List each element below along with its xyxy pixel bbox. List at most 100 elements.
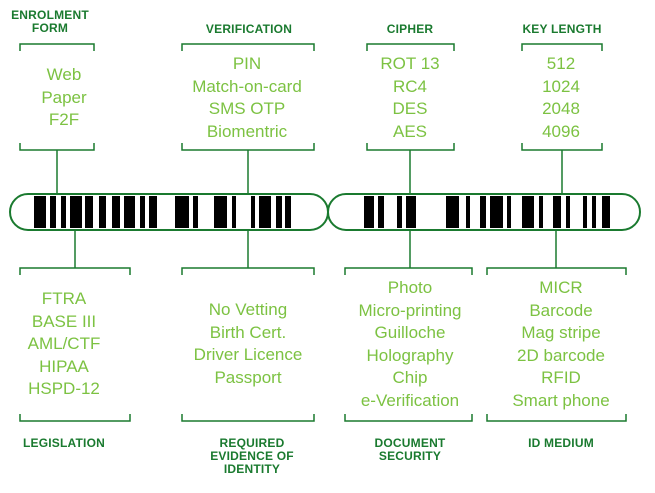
bracket-legislation-lower — [19, 414, 131, 422]
list-item: Barcode — [529, 300, 593, 320]
list-item: Passport — [214, 367, 282, 387]
chromosome-band — [466, 196, 470, 228]
chromosome-band — [446, 196, 459, 228]
list-document-security: Photo Micro-printing Guilloche Holograph… — [359, 277, 462, 412]
chromosome-band — [50, 196, 56, 228]
heading-line: VERIFICATION — [205, 22, 293, 36]
chromosome-band — [149, 196, 157, 228]
list-item: Photo — [387, 278, 433, 297]
list-item: Birth Cert. — [209, 322, 287, 342]
heading-line: DOCUMENT — [374, 436, 446, 450]
bracket-cipher-lower — [366, 143, 455, 151]
chromosome-band — [112, 196, 120, 228]
list-item: MICR — [539, 278, 583, 297]
chromosome-band — [285, 196, 291, 228]
bracket-legislation — [19, 267, 131, 275]
bracket-id-medium-lower — [486, 414, 627, 422]
bracket-id-medium — [486, 267, 627, 275]
list-item: Smart phone — [512, 390, 610, 410]
bracket-verification — [181, 43, 315, 51]
chromosome-band — [61, 196, 66, 228]
heading-legislation: LEGISLATION — [23, 437, 105, 450]
chromosome-band — [406, 196, 416, 228]
chromosome-band — [124, 196, 135, 228]
bracket-required-evidence-lower — [181, 414, 315, 422]
list-item: 1024 — [542, 76, 580, 96]
list-item: AES — [392, 121, 428, 141]
list-item: ROT 13 — [380, 54, 440, 73]
list-item: Paper — [41, 87, 87, 107]
bracket-cipher — [366, 43, 455, 51]
bracket-document-security-lower — [344, 414, 473, 422]
chromosome-band — [378, 196, 384, 228]
heading-document-security: DOCUMENT SECURITY — [375, 437, 446, 463]
chromosome-band — [276, 196, 282, 228]
bracket-document-security — [344, 267, 473, 275]
chromosome-band — [539, 196, 543, 228]
chromosome-band — [214, 196, 227, 228]
chromosome-band — [583, 196, 587, 228]
heading-line: REQUIRED — [219, 436, 285, 450]
chromosome-band — [193, 196, 198, 228]
chromosome-band — [480, 196, 486, 228]
list-item: FTRA — [41, 289, 87, 308]
chromosome-band — [140, 196, 145, 228]
chromosome-band — [259, 196, 271, 228]
list-item: Biomentric — [206, 121, 288, 141]
list-item: DES — [392, 99, 428, 118]
chromosome-band — [507, 196, 511, 228]
heading-line: EVIDENCE OF — [210, 449, 294, 463]
list-item: HIPAA — [39, 356, 89, 376]
list-item: Match-on-card — [192, 76, 302, 96]
heading-line: FORM — [31, 21, 69, 35]
list-item: F2F — [48, 110, 80, 129]
list-required-evidence: No Vetting Birth Cert. Driver Licence Pa… — [194, 299, 303, 389]
bracket-verification-lower — [181, 143, 315, 151]
chromosome-band — [175, 196, 189, 228]
chromosome-band — [592, 196, 596, 228]
list-item: SMS OTP — [208, 99, 286, 118]
list-item: 4096 — [542, 121, 580, 141]
chromosome-band — [85, 196, 93, 228]
chromosome-band — [251, 196, 255, 228]
heading-required-evidence: REQUIRED EVIDENCE OF IDENTITY — [210, 437, 294, 476]
list-cipher: ROT 13 RC4 DES AES — [380, 53, 439, 143]
bracket-enrolment-form — [19, 43, 95, 51]
chromosome-band — [522, 196, 534, 228]
heading-cipher: CIPHER — [387, 23, 434, 36]
list-item: Chip — [392, 368, 428, 387]
chromosome-band — [99, 196, 106, 228]
list-item: RFID — [541, 368, 581, 387]
list-verification: PIN Match-on-card SMS OTP Biomentric — [192, 53, 302, 143]
list-item: RC4 — [392, 76, 427, 96]
heading-id-medium: ID MEDIUM — [528, 437, 594, 450]
heading-line: KEY LENGTH — [522, 22, 602, 36]
list-item: 2D barcode — [517, 345, 605, 365]
chromosome-band — [364, 196, 374, 228]
chromosome-band — [397, 196, 402, 228]
heading-verification: VERIFICATION — [206, 23, 292, 36]
chromosome-band — [232, 196, 236, 228]
heading-line: CIPHER — [386, 22, 434, 36]
list-item: e-Verification — [360, 390, 460, 410]
list-item: HSPD-12 — [28, 379, 100, 398]
heading-key-length: KEY LENGTH — [522, 23, 601, 36]
chromosome-band — [602, 196, 610, 228]
list-item: No Vetting — [208, 300, 288, 319]
chromosome-band — [70, 196, 82, 228]
list-item: Micro-printing — [358, 300, 462, 320]
list-item: Mag stripe — [521, 323, 601, 342]
bracket-required-evidence — [181, 267, 315, 275]
bracket-key-length — [521, 43, 603, 51]
chromosome-band — [490, 196, 503, 228]
list-item: AML/CTF — [27, 334, 101, 353]
list-item: Driver Licence — [193, 345, 303, 364]
heading-line: SECURITY — [378, 449, 442, 463]
bracket-key-length-lower — [521, 143, 603, 151]
chromosome-band — [566, 196, 570, 228]
list-enrolment-form: Web Paper F2F — [41, 64, 86, 132]
list-legislation: FTRA BASE III AML/CTF HIPAA HSPD-12 — [28, 288, 101, 401]
list-item: Web — [46, 65, 82, 84]
